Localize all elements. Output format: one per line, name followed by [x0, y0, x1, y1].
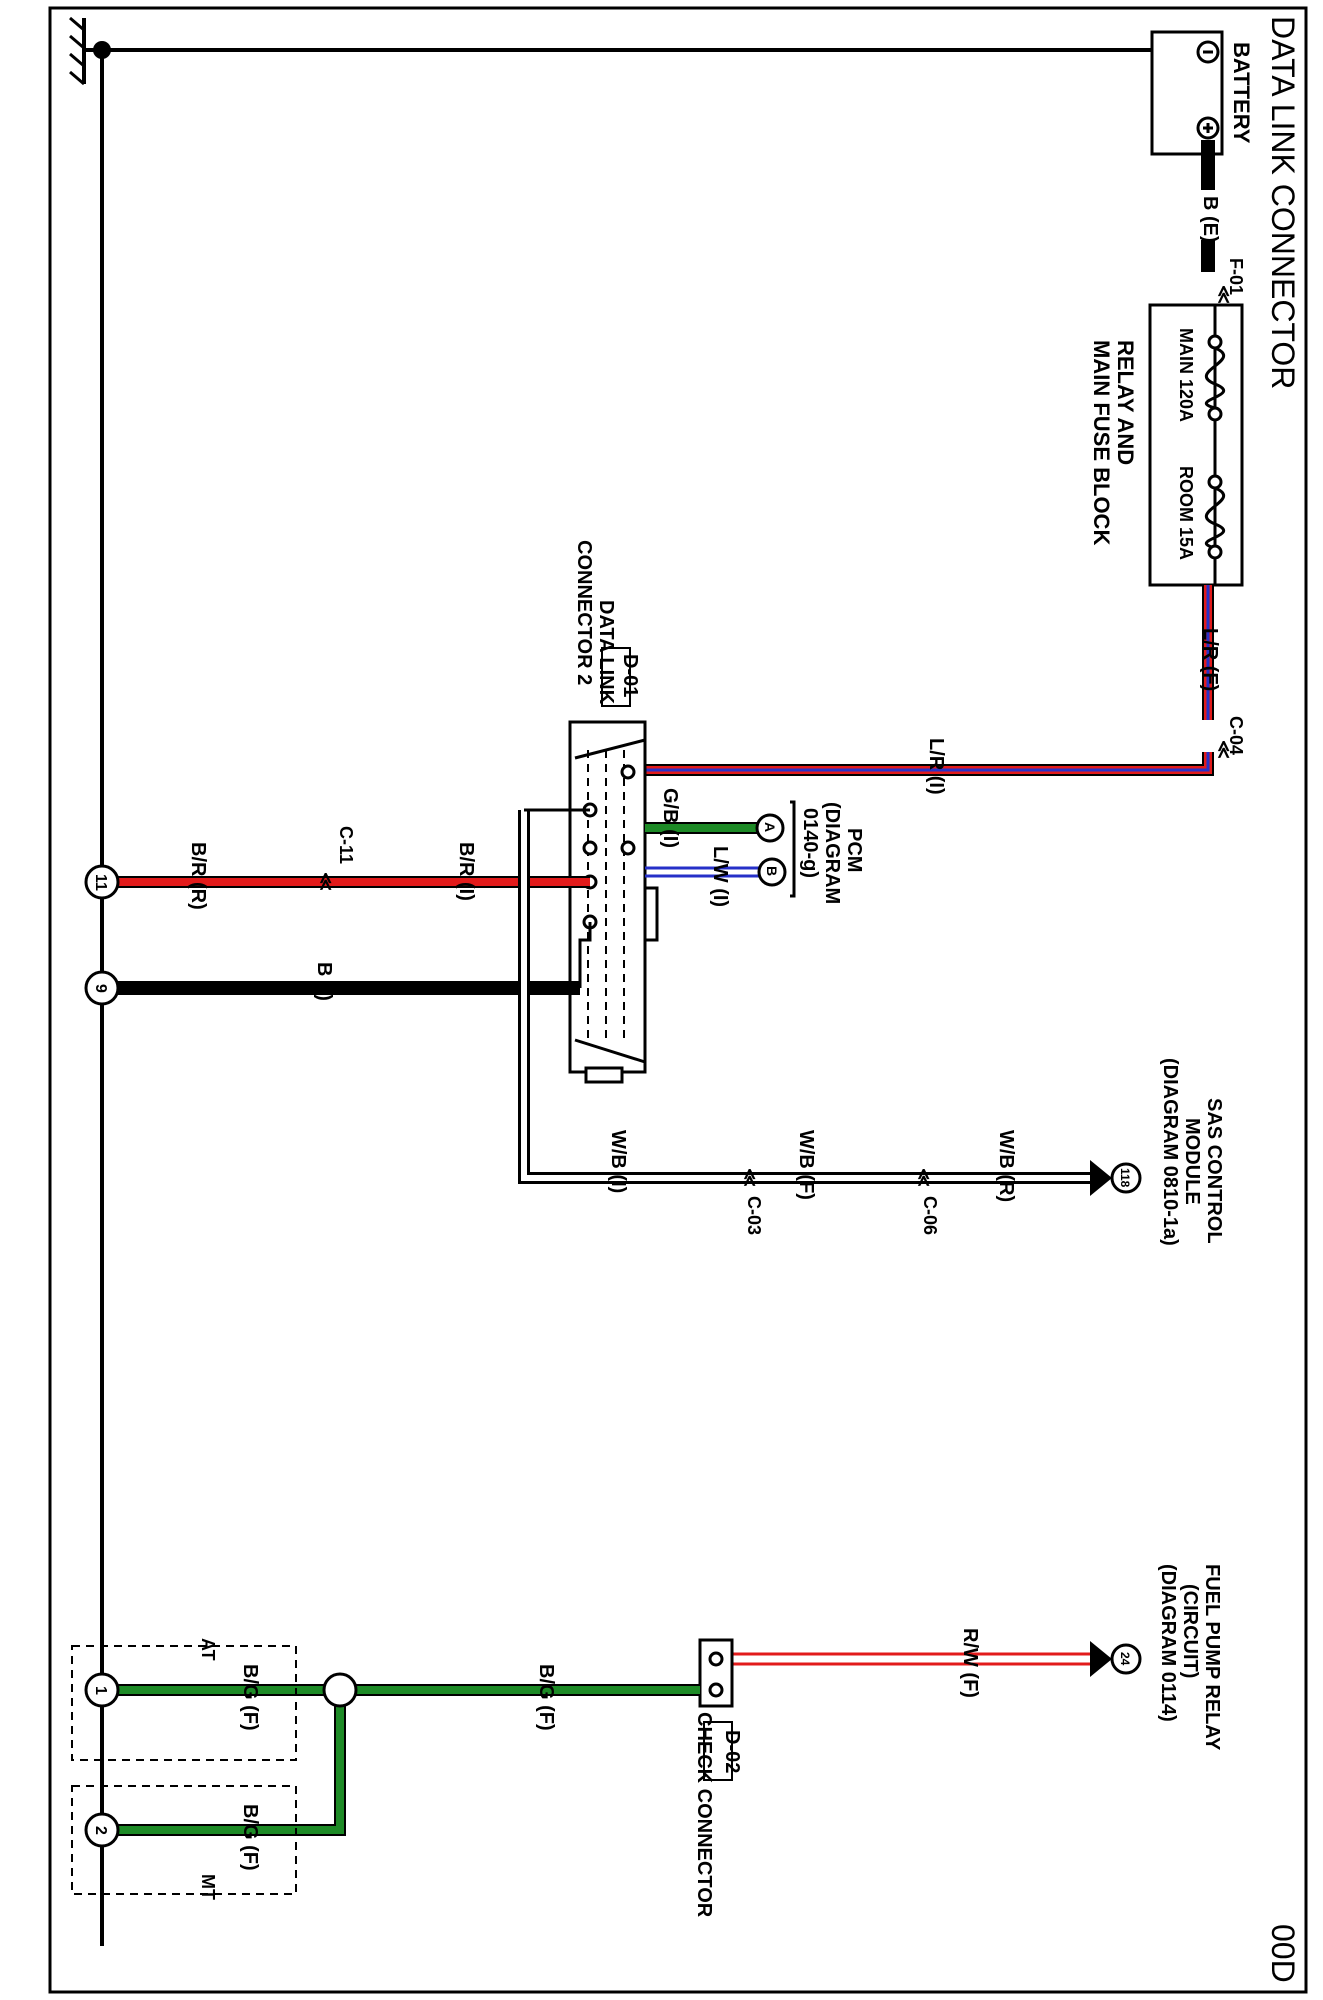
ground-node-2 [84, 1812, 120, 1848]
room-fuse-icon [1205, 486, 1225, 550]
wire-label-bg-f2: B/G (F) [239, 1664, 261, 1731]
svg-text:A: A [762, 822, 778, 832]
ground-node-1 [84, 1672, 120, 1708]
fuel-pump-arrow-icon [1090, 1641, 1112, 1677]
fuel-pump-pin [1110, 1643, 1142, 1675]
connector-c04: C-04 [1226, 716, 1246, 755]
svg-text:9: 9 [92, 984, 109, 993]
sas-label: SAS CONTROL MODULE (DIAGRAM 0810-1a) [1159, 1058, 1225, 1249]
wire-lr-i [645, 752, 1210, 772]
splice-node [322, 1672, 358, 1708]
ground-node-9 [84, 970, 120, 1006]
variant-at: AT [198, 1638, 218, 1661]
wire-label-gb-i: G/B (I) [659, 788, 681, 848]
svg-text:B: B [764, 866, 780, 876]
wire-label-wb-i: W/B (I) [607, 1130, 629, 1193]
sas-pin [1110, 1162, 1142, 1194]
connector-c04-mark: ≪ [1214, 740, 1234, 759]
connector-c03-mark: ≪ [740, 1168, 760, 1187]
data-link-connector-box [568, 720, 647, 1074]
pcm-pin-a [755, 813, 785, 843]
wire-label-lr-f: L/R (F) [1199, 628, 1221, 691]
variant-mt: MT [198, 1874, 218, 1900]
ground-symbol-icon [69, 16, 102, 86]
main-fuse-icon [1205, 346, 1225, 410]
wire-label-bg-f1: B/G (F) [535, 1664, 557, 1731]
connector-c03: C-03 [744, 1196, 764, 1235]
check-connector-label: CHECK CONNECTOR [693, 1712, 715, 1918]
wire-label-wb-r: W/B (R) [995, 1130, 1017, 1202]
wire-label-b-i: B (I) [313, 962, 335, 1001]
diagram-frame [48, 6, 1308, 1994]
at-variant-box [71, 1645, 297, 1761]
svg-text:24: 24 [1118, 1652, 1132, 1666]
wire-bg-f-mt [102, 1690, 344, 1834]
sas-arrow-icon [1090, 1160, 1112, 1196]
wire-label-rw-f: R/W (F) [959, 1628, 981, 1698]
wire-label-bg-f3: B/G (F) [239, 1804, 261, 1871]
connector-c11: C-11 [336, 826, 356, 864]
fuel-pump-label: FUEL PUMP RELAY (CIRCUIT) (DIAGRAM 0114) [1157, 1564, 1223, 1756]
page-code: 00D [1265, 1924, 1301, 1983]
main-fuse-label: MAIN 120A [1176, 328, 1196, 422]
wire-label-lr-i: L/R (I) [925, 738, 947, 795]
wire-label-lw-i: L/W (I) [709, 846, 731, 907]
mt-variant-box [71, 1785, 297, 1895]
wire-label-wb-f: W/B (F) [795, 1130, 817, 1200]
diagram-title: DATA LINK CONNECTOR [1265, 16, 1301, 389]
wire-label-br-r: B/R (R) [187, 842, 209, 910]
fuse-block-label: RELAY AND MAIN FUSE BLOCK [1089, 340, 1138, 545]
connector-c06: C-06 [920, 1196, 940, 1235]
connector-f01: F-01 [1226, 258, 1246, 295]
wire-label-br-i: B/R (I) [455, 842, 477, 901]
connector-c06-mark: ≪ [914, 1168, 934, 1187]
wire-label-be: B (E) [1199, 196, 1221, 243]
svg-text:2: 2 [92, 1826, 109, 1835]
svg-text:118: 118 [1118, 1168, 1132, 1188]
data-link-pins [582, 750, 636, 1040]
connector-f01-mark: ≪ [1214, 285, 1234, 304]
svg-text:11: 11 [92, 874, 109, 891]
data-link-label: DATA LINK CONNECTOR 2 [573, 540, 617, 710]
pcm-pin-b [757, 857, 787, 887]
pcm-label: PCM (DIAGRAM 0140-g) [799, 802, 865, 910]
fuse-block-box [1148, 303, 1244, 587]
wire-wb [521, 810, 1100, 1181]
room-fuse-label: ROOM 15A [1176, 466, 1196, 560]
svg-text:1: 1 [92, 1686, 109, 1695]
battery-label: BATTERY [1229, 42, 1254, 144]
ground-node-11 [84, 864, 120, 900]
connector-c11-mark: ≪ [316, 872, 336, 891]
